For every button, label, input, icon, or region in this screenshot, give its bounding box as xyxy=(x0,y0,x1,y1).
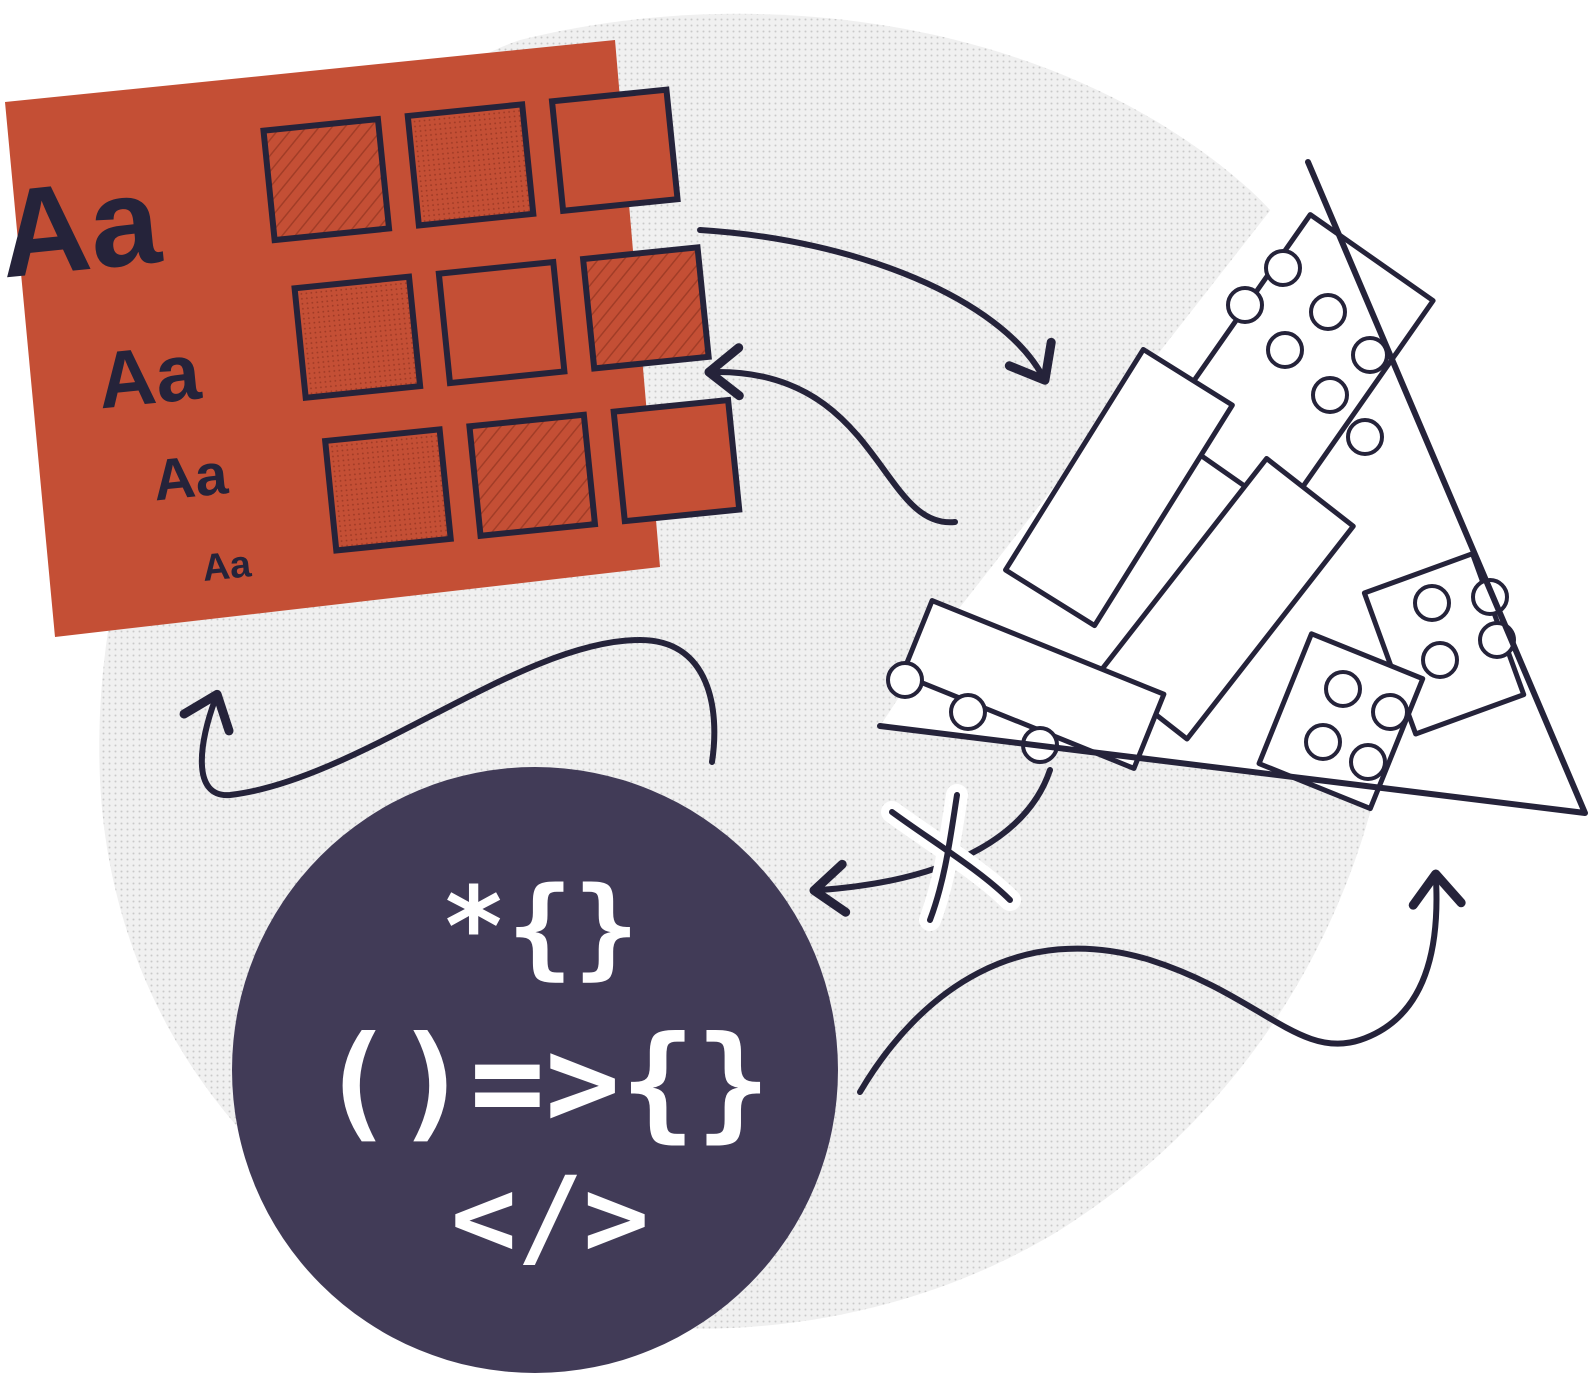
swatch-plain xyxy=(548,86,681,215)
arrow-icon xyxy=(857,869,1466,1095)
type-specimen-m: Aa xyxy=(150,441,231,513)
swatch-plain xyxy=(610,396,743,525)
code-line-1: *{} xyxy=(441,863,640,991)
lego-dot xyxy=(1413,584,1451,622)
lego-dot xyxy=(1304,723,1342,761)
lego-dots xyxy=(886,249,1516,781)
typography-panel: Aa Aa Aa Aa xyxy=(0,40,743,637)
lego-dot xyxy=(949,693,987,731)
lego-dot xyxy=(886,661,924,699)
lego-dot xyxy=(1311,376,1349,414)
type-specimen-xl: Aa xyxy=(0,150,167,305)
arrow-icon xyxy=(179,637,718,799)
swatch-dotted xyxy=(321,426,454,554)
swatch-plain xyxy=(435,258,568,387)
swatch-hatched xyxy=(466,411,599,540)
lego-dot xyxy=(1421,641,1459,679)
crossed-arrow-icon xyxy=(809,767,1053,917)
lego-dot xyxy=(1371,693,1409,731)
cross-mark-icon xyxy=(881,784,1021,931)
type-specimen-s: Aa xyxy=(200,543,253,590)
code-line-2: ()=>{} xyxy=(319,1010,771,1155)
lego-dot xyxy=(1346,418,1384,456)
swatch-hatched xyxy=(260,115,393,244)
swatch-dotted xyxy=(291,273,424,402)
swatch-dotted xyxy=(404,101,537,229)
lego-dot xyxy=(1266,331,1304,369)
swatch-hatched xyxy=(579,244,712,372)
arrow-icon xyxy=(697,227,1056,385)
type-specimen-l: Aa xyxy=(93,327,204,426)
swatch-grid xyxy=(260,86,743,554)
component-triangle-icon xyxy=(877,159,1588,816)
flow-arrows xyxy=(179,227,1466,1095)
lego-dot xyxy=(1264,249,1302,287)
lego-dot xyxy=(1324,670,1362,708)
code-line-3: </> xyxy=(451,1153,650,1281)
code-circle: *{} ()=>{} </> xyxy=(232,767,838,1373)
lego-dot xyxy=(1309,293,1347,331)
lego-dot xyxy=(1349,743,1387,781)
lego-dot xyxy=(1226,286,1264,324)
arrow-icon xyxy=(704,343,958,526)
